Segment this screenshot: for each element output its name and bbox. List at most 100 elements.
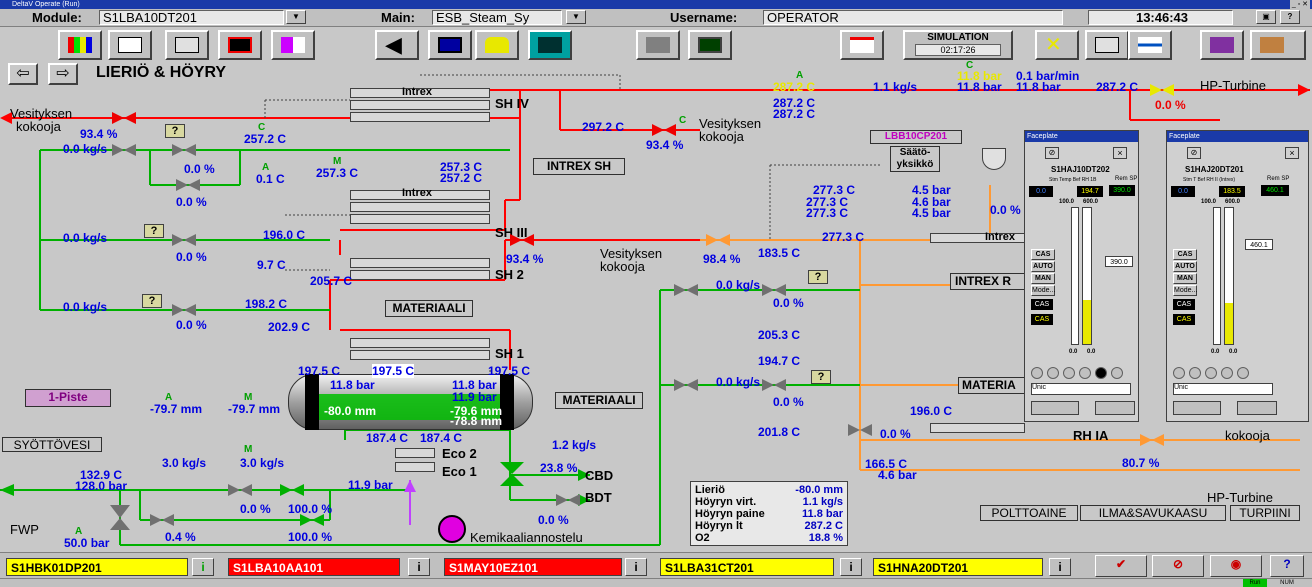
val-pct-3: 0.0 %	[176, 250, 207, 264]
faceplate-man-button-2[interactable]: MAN	[1173, 273, 1197, 284]
drum-band-left	[305, 374, 319, 430]
alarm-bell-button[interactable]	[475, 30, 519, 60]
faceplate-cas-button-2[interactable]: CAS	[1173, 249, 1197, 260]
faceplate-window-2[interactable]: Faceplate ⊘ × S1HAJ20DT201 Stm T Bef RH …	[1166, 130, 1309, 422]
help-tag-4[interactable]: ?	[808, 270, 828, 284]
alarm-info-button-4[interactable]: i	[840, 558, 862, 576]
print-button[interactable]	[1085, 30, 1129, 60]
faceplate-tools-right-2[interactable]	[1237, 401, 1277, 415]
silence-button[interactable]: ⊘	[1152, 555, 1204, 577]
alarm-info-button-5[interactable]: i	[1049, 558, 1071, 576]
faceplate-close-button-2[interactable]: ×	[1285, 147, 1299, 159]
intrex-r-box[interactable]: INTREX R	[950, 273, 1032, 290]
faceplate-mode-button-1[interactable]: Mode...	[1031, 285, 1056, 296]
bdt-arrow	[578, 494, 590, 506]
faceplate-unit-field-2[interactable]: Unic	[1173, 383, 1273, 395]
faceplate-pin-icon[interactable]: ⊘	[1045, 147, 1059, 159]
faceplate-window-1[interactable]: Faceplate ⊘ × S1HAJ10DT202 Stm Temp Bef …	[1024, 130, 1139, 422]
val-198-2: 198.2 C	[245, 297, 288, 311]
back-button[interactable]: ◀	[375, 30, 419, 60]
faceplate-tools-1[interactable]	[1031, 401, 1079, 415]
faceplate-mode-button-2[interactable]: Mode...	[1173, 285, 1198, 296]
faceplate-cas-button-1[interactable]: CAS	[1031, 249, 1055, 260]
workstation-button[interactable]	[688, 30, 732, 60]
val-bar-min: 0.1 bar/min	[1016, 69, 1080, 83]
polttoaine-button[interactable]: POLTTOAINE	[980, 505, 1078, 521]
faceplate-close-button[interactable]: ×	[1113, 147, 1127, 159]
valve-top-vesi[interactable]	[652, 124, 676, 136]
window-button[interactable]	[428, 30, 472, 60]
ack-alarm-button[interactable]: ✔	[1095, 555, 1147, 577]
module-dropdown-button[interactable]: ▼	[286, 10, 306, 24]
faceplate-sp-1[interactable]: 390.0	[1105, 256, 1133, 267]
materiaali-box-sh[interactable]: MATERIAALI	[385, 300, 473, 317]
displays-button[interactable]	[218, 30, 262, 60]
sh1-exchanger-2	[350, 350, 490, 360]
faceplate-sp-2[interactable]: 460.1	[1245, 239, 1273, 250]
home-button[interactable]	[1250, 30, 1306, 60]
alarm-info-button-1[interactable]: i	[192, 558, 214, 576]
valve-mid-vesi[interactable]	[510, 234, 534, 246]
prev-display-button[interactable]: ⇦	[8, 63, 38, 85]
header-icon-button[interactable]: ▣	[1256, 10, 1276, 24]
grey-valves[interactable]	[110, 144, 872, 530]
chemical-pump[interactable]	[438, 515, 466, 543]
alarm-tag-2[interactable]: S1LBA10AA101	[228, 558, 400, 576]
main-dropdown-button[interactable]: ▼	[566, 10, 586, 24]
faceplate-auto-button-1[interactable]: AUTO	[1031, 261, 1055, 272]
alarm-tag-1[interactable]: S1HBK01DP201	[6, 558, 188, 576]
alarm-tag-5[interactable]: S1HNA20DT201	[873, 558, 1043, 576]
ilma-savukaasu-button[interactable]: ILMA&SAVUKAASU	[1080, 505, 1226, 521]
book-icon	[1210, 37, 1234, 53]
faceplate-tools-right-1[interactable]	[1095, 401, 1135, 415]
faceplate-title-1: Faceplate	[1025, 131, 1138, 142]
syottovesi-box[interactable]: SYÖTTÖVESI	[2, 437, 102, 452]
drum-pressure-left: 11.8 bar	[330, 378, 375, 392]
faceplate-unit-field-1[interactable]: Unic	[1031, 383, 1131, 395]
one-point-button[interactable]: 1-Piste	[25, 389, 111, 407]
lbb10cp201-tag[interactable]: LBB10CP201	[870, 130, 962, 144]
turpiini-button[interactable]: TURPIINI	[1230, 505, 1300, 521]
trend-bars-button[interactable]	[58, 30, 102, 60]
main-field[interactable]: ESB_Steam_Sy	[432, 10, 562, 25]
help-tag-3[interactable]: ?	[142, 294, 162, 308]
operators-button[interactable]	[636, 30, 680, 60]
help-tag-1[interactable]: ?	[165, 124, 185, 138]
save-button[interactable]	[165, 30, 209, 60]
materiaali-box-drum[interactable]: MATERIAALI	[555, 392, 643, 409]
book-button[interactable]	[1200, 30, 1244, 60]
detail-view-button[interactable]	[108, 30, 152, 60]
green-valves[interactable]	[280, 462, 524, 526]
valve-hp-turbine[interactable]	[1150, 84, 1174, 96]
val-pct-6: 0.0 %	[773, 395, 804, 409]
language-button[interactable]	[1128, 30, 1172, 60]
alarm-list-button[interactable]	[528, 30, 572, 60]
valve-98-4[interactable]	[706, 234, 730, 246]
module-field[interactable]: S1LBA10DT201	[99, 10, 284, 25]
intrex-sh-box[interactable]: INTREX SH	[533, 158, 625, 175]
alarm-info-button-2[interactable]: i	[408, 558, 430, 576]
acknowledge-button[interactable]: ✕	[1035, 30, 1079, 60]
faceplate-man-button-1[interactable]: MAN	[1031, 273, 1055, 284]
help-tag-5[interactable]: ?	[811, 370, 831, 384]
faceplate-pin-icon-2[interactable]: ⊘	[1187, 147, 1201, 159]
alarm-tag-4[interactable]: S1LBA31CT201	[660, 558, 834, 576]
alarm-info-button-3[interactable]: i	[625, 558, 647, 576]
faceplate-tools-2[interactable]	[1173, 401, 1221, 415]
drum-bottom-temp-1: 187.4 C	[366, 431, 409, 445]
drum-level-right-1: -79.6 mm	[450, 404, 503, 418]
alarm-filter-button[interactable]: ◉	[1210, 555, 1262, 577]
valve-80-7[interactable]	[1140, 434, 1164, 446]
faceplate-button[interactable]	[271, 30, 315, 60]
help-tag-2[interactable]: ?	[144, 224, 164, 238]
valve-steam-out[interactable]	[112, 112, 136, 124]
header-help-button[interactable]: ?	[1280, 10, 1300, 24]
faceplate-auto-button-2[interactable]: AUTO	[1173, 261, 1197, 272]
window-controls[interactable]: _ ▫ ✕	[1289, 0, 1310, 9]
next-display-button[interactable]: ⇨	[48, 63, 78, 85]
help-button[interactable]: ?	[1270, 555, 1304, 577]
chart-button[interactable]	[840, 30, 884, 60]
vesityksen-left-2: kokooja	[16, 119, 61, 134]
alarm-tag-3[interactable]: S1MAY10EZ101	[444, 558, 622, 576]
saato-yksikko-box[interactable]: Säätö- yksikkö	[890, 146, 940, 172]
